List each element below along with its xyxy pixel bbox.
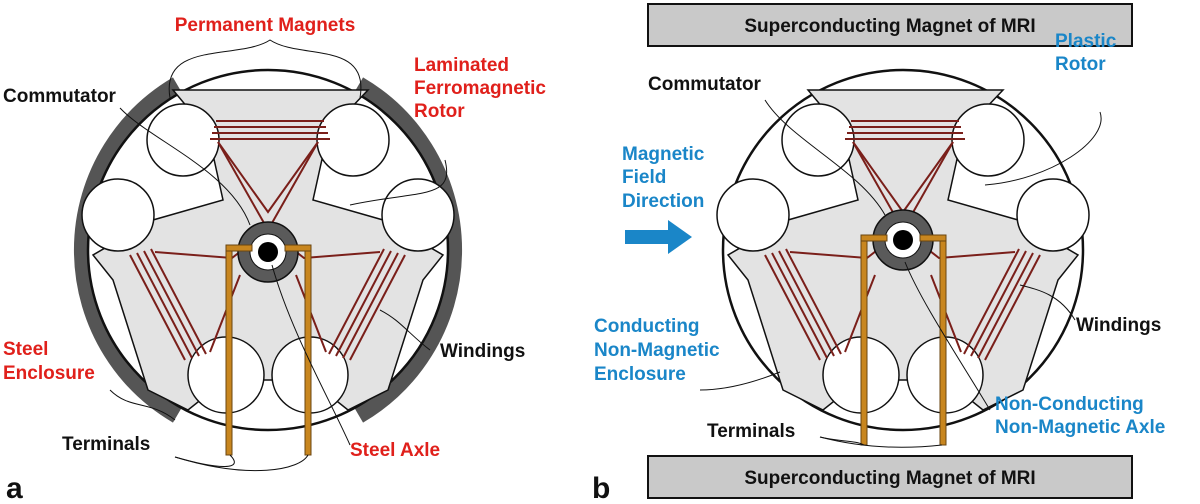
label-windings-b: Windings [1076,315,1161,336]
label-terminals-a: Terminals [62,434,150,455]
commutator [237,221,299,283]
label-plastic-rotor-2: Rotor [1055,54,1106,75]
label-commutator-a: Commutator [3,86,117,107]
label-axle-2: Non-Magnetic Axle [995,417,1165,438]
magnetic-field-arrow [625,220,692,254]
label-steel-1: Steel [3,339,48,360]
label-field-3: Direction [622,191,704,212]
label-laminated-1: Laminated [414,55,509,76]
panel-a: Permanent Magnets Laminated Ferromagneti… [3,15,546,504]
label-windings-a: Windings [440,341,525,362]
label-laminated-3: Rotor [414,101,465,122]
label-steel-2: Enclosure [3,363,95,384]
mri-magnet-bottom-label: Superconducting Magnet of MRI [744,468,1035,489]
commutator-b [872,209,934,271]
label-commutator-b: Commutator [648,74,762,95]
label-permanent-magnets: Permanent Magnets [175,15,356,36]
label-enclosure-1: Conducting [594,316,700,337]
label-field-1: Magnetic [622,144,705,165]
label-enclosure-3: Enclosure [594,364,686,385]
label-field-2: Field [622,167,666,188]
label-enclosure-2: Non-Magnetic [594,340,720,361]
label-axle-1: Non-Conducting [995,394,1144,415]
mri-magnet-top [647,3,1133,47]
mri-magnet-bottom [647,455,1133,499]
label-steel-axle: Steel Axle [350,440,440,461]
mri-magnet-top-label: Superconducting Magnet of MRI [744,16,1035,37]
label-terminals-b: Terminals [707,421,795,442]
axle-b [893,230,913,250]
axle [258,242,278,262]
panel-letter-b: b [592,472,610,504]
panel-b: Superconducting Magnet of MRI Supercondu… [592,3,1165,504]
steel-enclosure [74,77,462,423]
terminals-b [860,234,947,446]
leader-lines-b [699,99,1102,448]
label-laminated-2: Ferromagnetic [414,78,546,99]
leader-lines-a [109,39,448,472]
label-plastic-rotor-1: Plastic [1055,31,1117,52]
panel-letter-a: a [6,472,23,504]
